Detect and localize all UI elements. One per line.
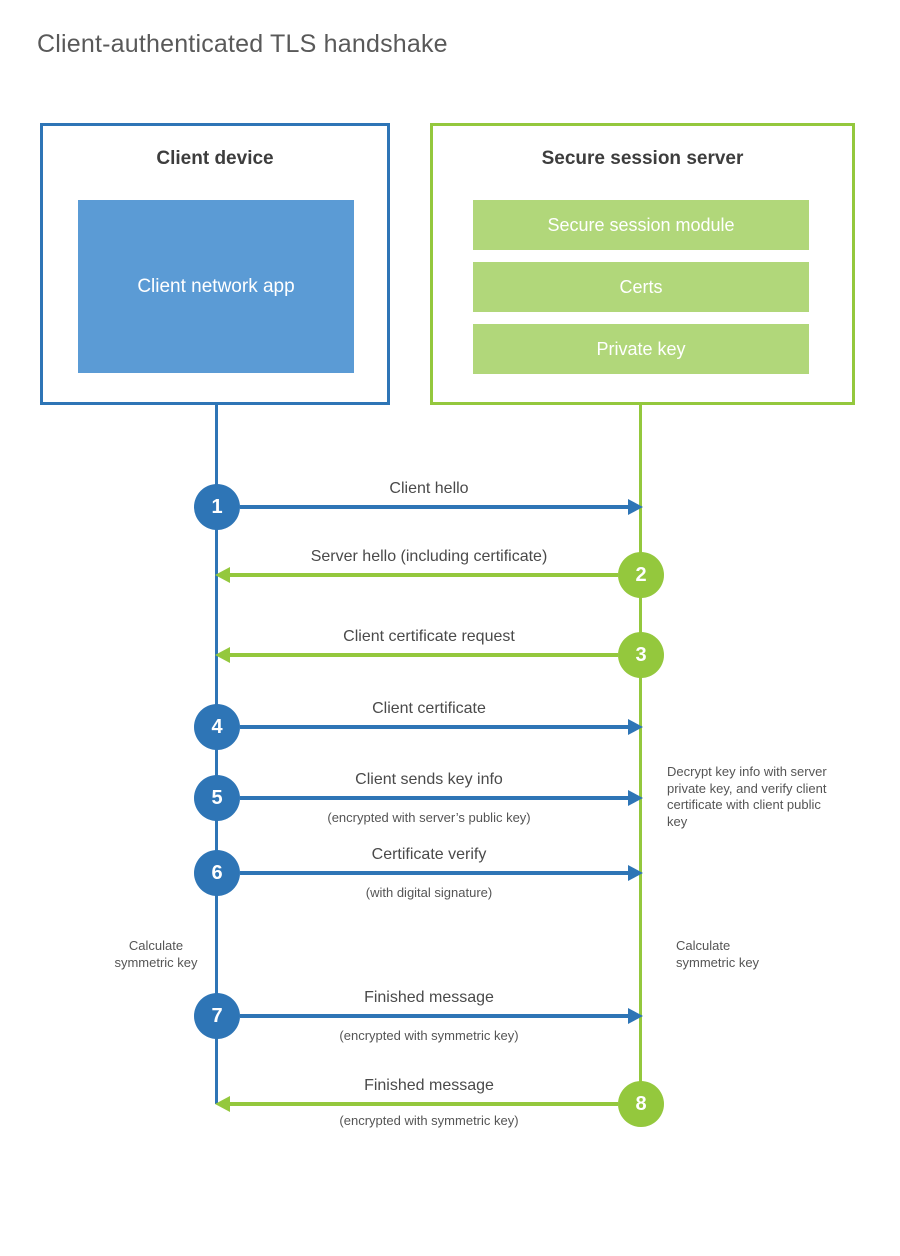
- page-title: Client-authenticated TLS handshake: [37, 30, 448, 58]
- client-device-title: Client device: [156, 148, 274, 169]
- server-title: Secure session server: [541, 148, 744, 169]
- note-decrypt-key-info: Decrypt key info with server private key…: [667, 764, 827, 829]
- step-1-arrow-line: [240, 505, 628, 509]
- step-2-label: Server hello (including certificate): [310, 548, 548, 565]
- server-module-secure-session: Secure session module: [473, 200, 809, 250]
- step-3-label: Client certificate request: [343, 628, 515, 645]
- step-5-arrowhead-icon: [628, 790, 643, 806]
- step-3-arrow-line: [230, 653, 618, 657]
- step-1-arrowhead-icon: [628, 499, 643, 515]
- step-1-circle: 1: [194, 484, 240, 530]
- server-lifeline: [639, 405, 642, 1110]
- step-6-arrow-line: [240, 871, 628, 875]
- note-calculate-symmetric-key-server: Calculate symmetric key: [676, 938, 760, 970]
- step-6-arrowhead-icon: [628, 865, 643, 881]
- step-4-arrow-line: [240, 725, 628, 729]
- server-module-certs: Certs: [473, 262, 809, 312]
- client-lifeline: [215, 405, 218, 1104]
- step-6-sublabel: (with digital signature): [365, 885, 493, 900]
- step-5-label: Client sends key info: [355, 771, 503, 788]
- step-8-arrow-line: [230, 1102, 618, 1106]
- step-7-sublabel: (encrypted with symmetric key): [339, 1028, 519, 1043]
- step-5-sublabel: (encrypted with server’s public key): [327, 810, 531, 825]
- step-1-label: Client hello: [389, 480, 469, 497]
- step-2-arrowhead-icon: [215, 567, 230, 583]
- step-6-label: Certificate verify: [371, 846, 487, 863]
- step-8-circle: 8: [618, 1081, 664, 1127]
- step-5-arrow-line: [240, 796, 628, 800]
- step-4-label: Client certificate: [372, 700, 486, 717]
- step-8-sublabel: (encrypted with symmetric key): [339, 1113, 519, 1128]
- step-5-circle: 5: [194, 775, 240, 821]
- step-4-circle: 4: [194, 704, 240, 750]
- step-7-arrowhead-icon: [628, 1008, 643, 1024]
- step-4-arrowhead-icon: [628, 719, 643, 735]
- step-8-label: Finished message: [364, 1077, 494, 1094]
- step-3-arrowhead-icon: [215, 647, 230, 663]
- step-3-circle: 3: [618, 632, 664, 678]
- step-2-circle: 2: [618, 552, 664, 598]
- step-7-arrow-line: [240, 1014, 628, 1018]
- client-network-app-label: Client network app: [137, 275, 295, 297]
- server-module-private-key: Private key: [473, 324, 809, 374]
- step-7-circle: 7: [194, 993, 240, 1039]
- step-8-arrowhead-icon: [215, 1096, 230, 1112]
- step-6-circle: 6: [194, 850, 240, 896]
- note-calculate-symmetric-key-client: Calculate symmetric key: [114, 938, 198, 970]
- step-7-label: Finished message: [364, 989, 494, 1006]
- step-2-arrow-line: [230, 573, 618, 577]
- client-network-app-box: Client network app: [78, 200, 354, 373]
